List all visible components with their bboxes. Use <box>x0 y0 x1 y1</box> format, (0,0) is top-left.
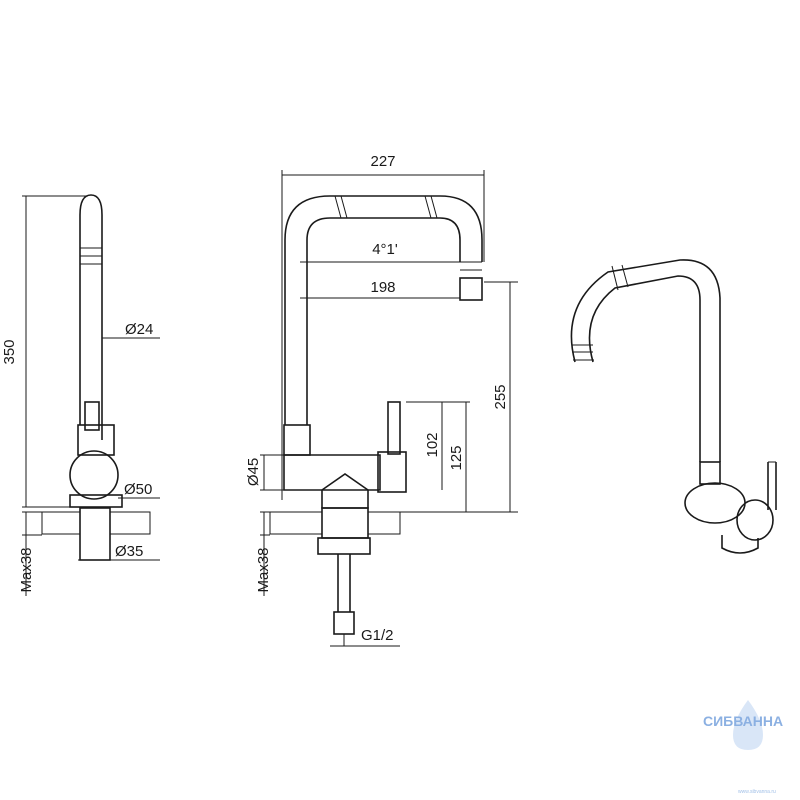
side-counter-max-label: Max38 <box>18 547 35 592</box>
front-body-height-label: 125 <box>448 445 465 470</box>
side-body-diameter-label: Ø50 <box>124 481 152 498</box>
watermark-url: www.sibvanna.ru <box>738 789 776 795</box>
front-angle-label: 4°1' <box>372 241 398 258</box>
front-spout-height-label: 255 <box>492 384 509 409</box>
front-thread-label: G1/2 <box>361 627 394 644</box>
front-counter-max-label: Max38 <box>255 547 272 592</box>
front-reach-label: 227 <box>370 153 395 170</box>
front-inner-reach-label: 198 <box>370 279 395 296</box>
side-spout-diameter-label: Ø24 <box>125 321 153 338</box>
side-mount-diameter-label: Ø35 <box>115 543 143 560</box>
brand-watermark: СИБВАННА www.sibvanna.ru <box>703 700 783 795</box>
front-lever-height-label: 102 <box>424 432 441 457</box>
front-body-diameter-label: Ø45 <box>245 458 262 486</box>
watermark-brand: СИБВАННА <box>703 713 783 729</box>
side-height-label: 350 <box>1 339 18 364</box>
side-view <box>22 195 160 596</box>
perspective-view <box>571 260 776 553</box>
